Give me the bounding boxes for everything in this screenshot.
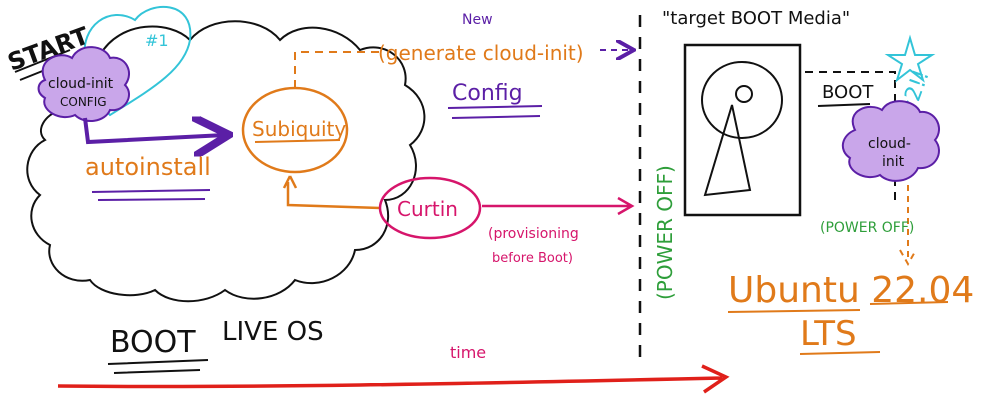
disk-head-arm bbox=[703, 104, 752, 197]
generate-cloud-init-label: (generate cloud-init) bbox=[378, 41, 584, 65]
time-arrow bbox=[57, 364, 730, 394]
live-os-cloud bbox=[26, 20, 426, 303]
boot-live-os-rest: LIVE OS bbox=[222, 317, 324, 347]
lts-underline bbox=[799, 351, 881, 355]
curtin-node bbox=[378, 176, 482, 240]
star-icon bbox=[884, 34, 936, 83]
config-underline bbox=[447, 105, 543, 119]
curtin-label: Curtin bbox=[397, 197, 458, 221]
new-label: New bbox=[462, 12, 493, 28]
lts-label: LTS bbox=[800, 314, 857, 354]
cloud-init-target-cloud bbox=[841, 100, 940, 182]
disk-box bbox=[683, 43, 802, 217]
cloud-init-config-cloud bbox=[37, 46, 130, 122]
cloud-init-to-ubuntu-arrow bbox=[899, 185, 917, 267]
cloud-init-config-line2: CONFIG bbox=[60, 95, 107, 109]
autoinstall-arrow bbox=[83, 118, 225, 142]
boot-partition-underline bbox=[817, 103, 871, 107]
subiquity-to-curtin-arrow bbox=[282, 175, 381, 210]
config-label: Config bbox=[452, 81, 523, 106]
autoinstall-label: autoinstall bbox=[85, 153, 211, 181]
boot-partition-label: BOOT bbox=[822, 82, 874, 103]
cloud-init-target-line1: cloud- bbox=[868, 136, 911, 152]
curtin-to-target-arrow bbox=[482, 196, 635, 216]
subiquity-to-generate-dashed bbox=[294, 51, 380, 88]
ubuntu-underline bbox=[727, 301, 949, 313]
target-boot-media-label: "target BOOT Media" bbox=[662, 8, 850, 29]
provisioning-line2: before Boot) bbox=[492, 251, 573, 266]
boot-live-os-boot: BOOT bbox=[110, 325, 196, 360]
boot-underline bbox=[107, 359, 209, 374]
disk-platter bbox=[701, 61, 783, 139]
power-off-small-label: (POWER OFF) bbox=[820, 220, 914, 236]
power-off-vertical-label: (POWER OFF) bbox=[653, 165, 677, 300]
subiquity-label: Subiquity bbox=[252, 117, 346, 141]
cloud-init-target-line2: init bbox=[882, 154, 905, 170]
time-label: time bbox=[450, 343, 486, 362]
subiquity-underline bbox=[254, 139, 341, 143]
autoinstall-underline bbox=[91, 189, 211, 201]
disk-spindle bbox=[735, 85, 753, 103]
note-1-label: #1 bbox=[145, 31, 169, 50]
ubuntu-version-label: Ubuntu 22.04 bbox=[728, 270, 974, 311]
provisioning-line1: (provisioning bbox=[488, 226, 579, 242]
cloud-init-config-line1: cloud-init bbox=[48, 76, 114, 92]
